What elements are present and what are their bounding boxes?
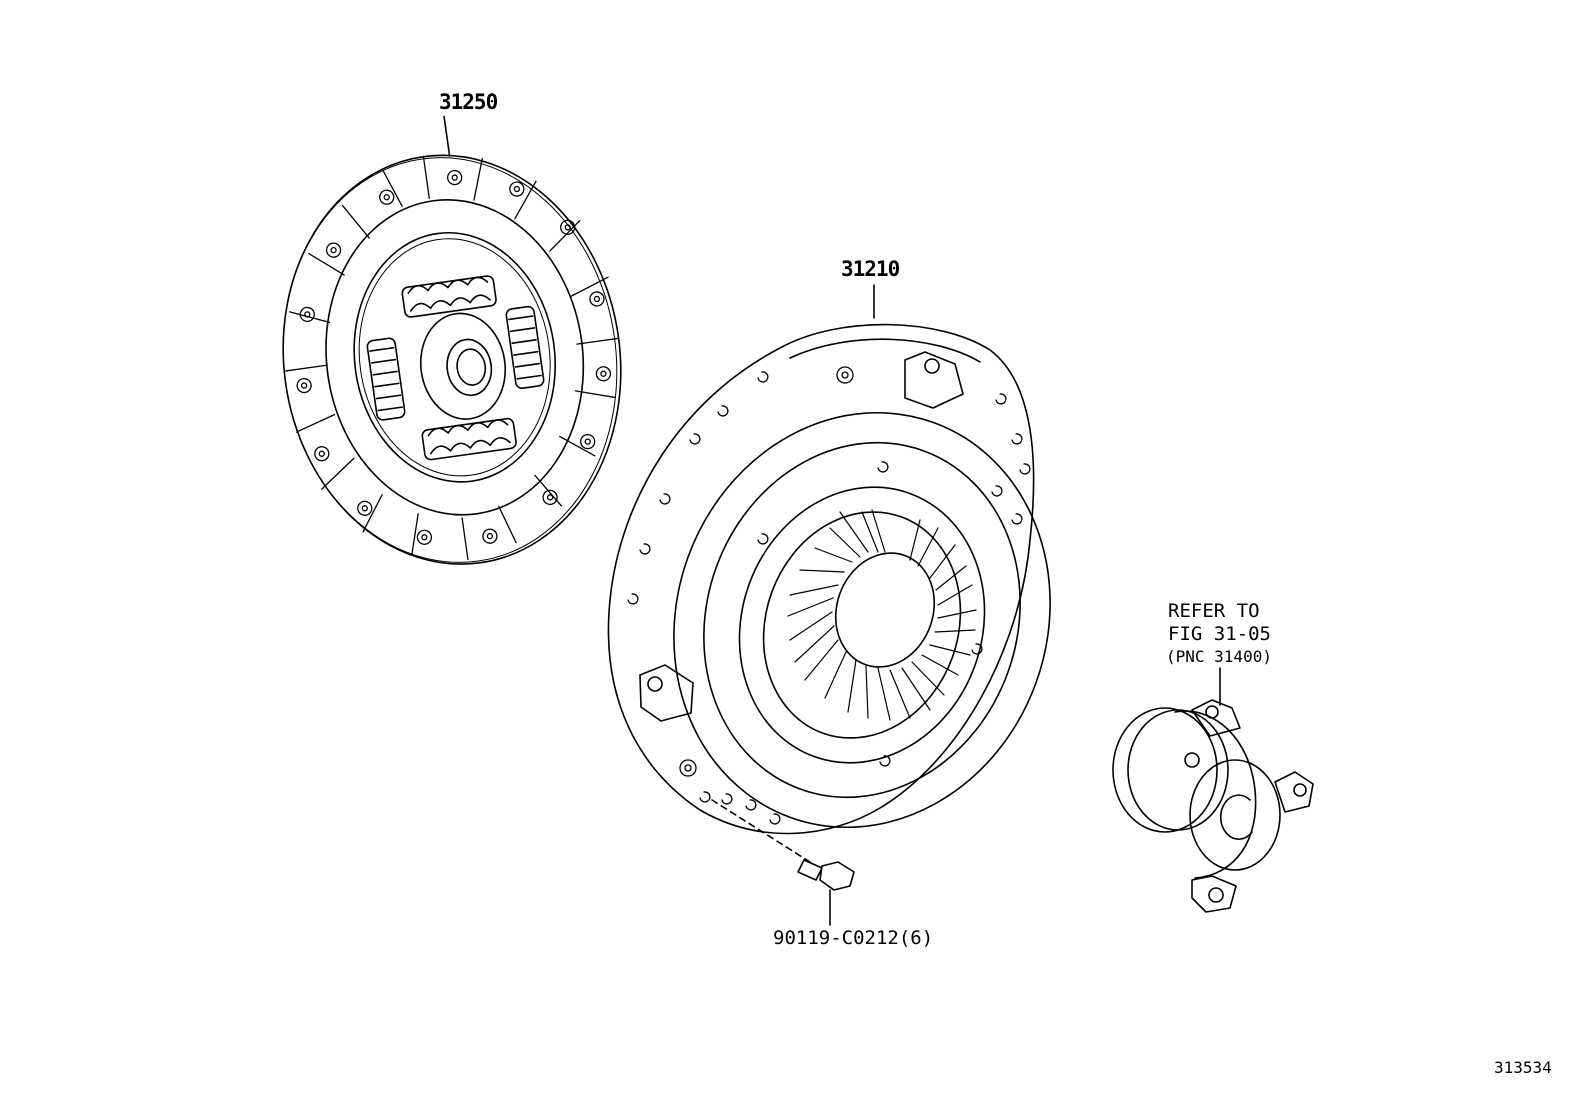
refer-note-line-3: (PNC 31400)	[1166, 647, 1272, 666]
refer-note-line-1: REFER TO	[1168, 600, 1260, 622]
part-label-bolt: 90119-C0212(6)	[773, 927, 934, 949]
bolt-drawing	[797, 859, 855, 926]
part-label-31210: 31210	[841, 257, 900, 281]
figure-id: 313534	[1494, 1058, 1552, 1077]
refer-note-line-2: FIG 31-05	[1168, 623, 1271, 645]
release-cylinder-drawing	[1112, 667, 1314, 913]
part-label-31250: 31250	[439, 90, 498, 114]
clutch-cover-drawing	[607, 284, 1051, 863]
clutch-disc-drawing	[282, 115, 622, 565]
